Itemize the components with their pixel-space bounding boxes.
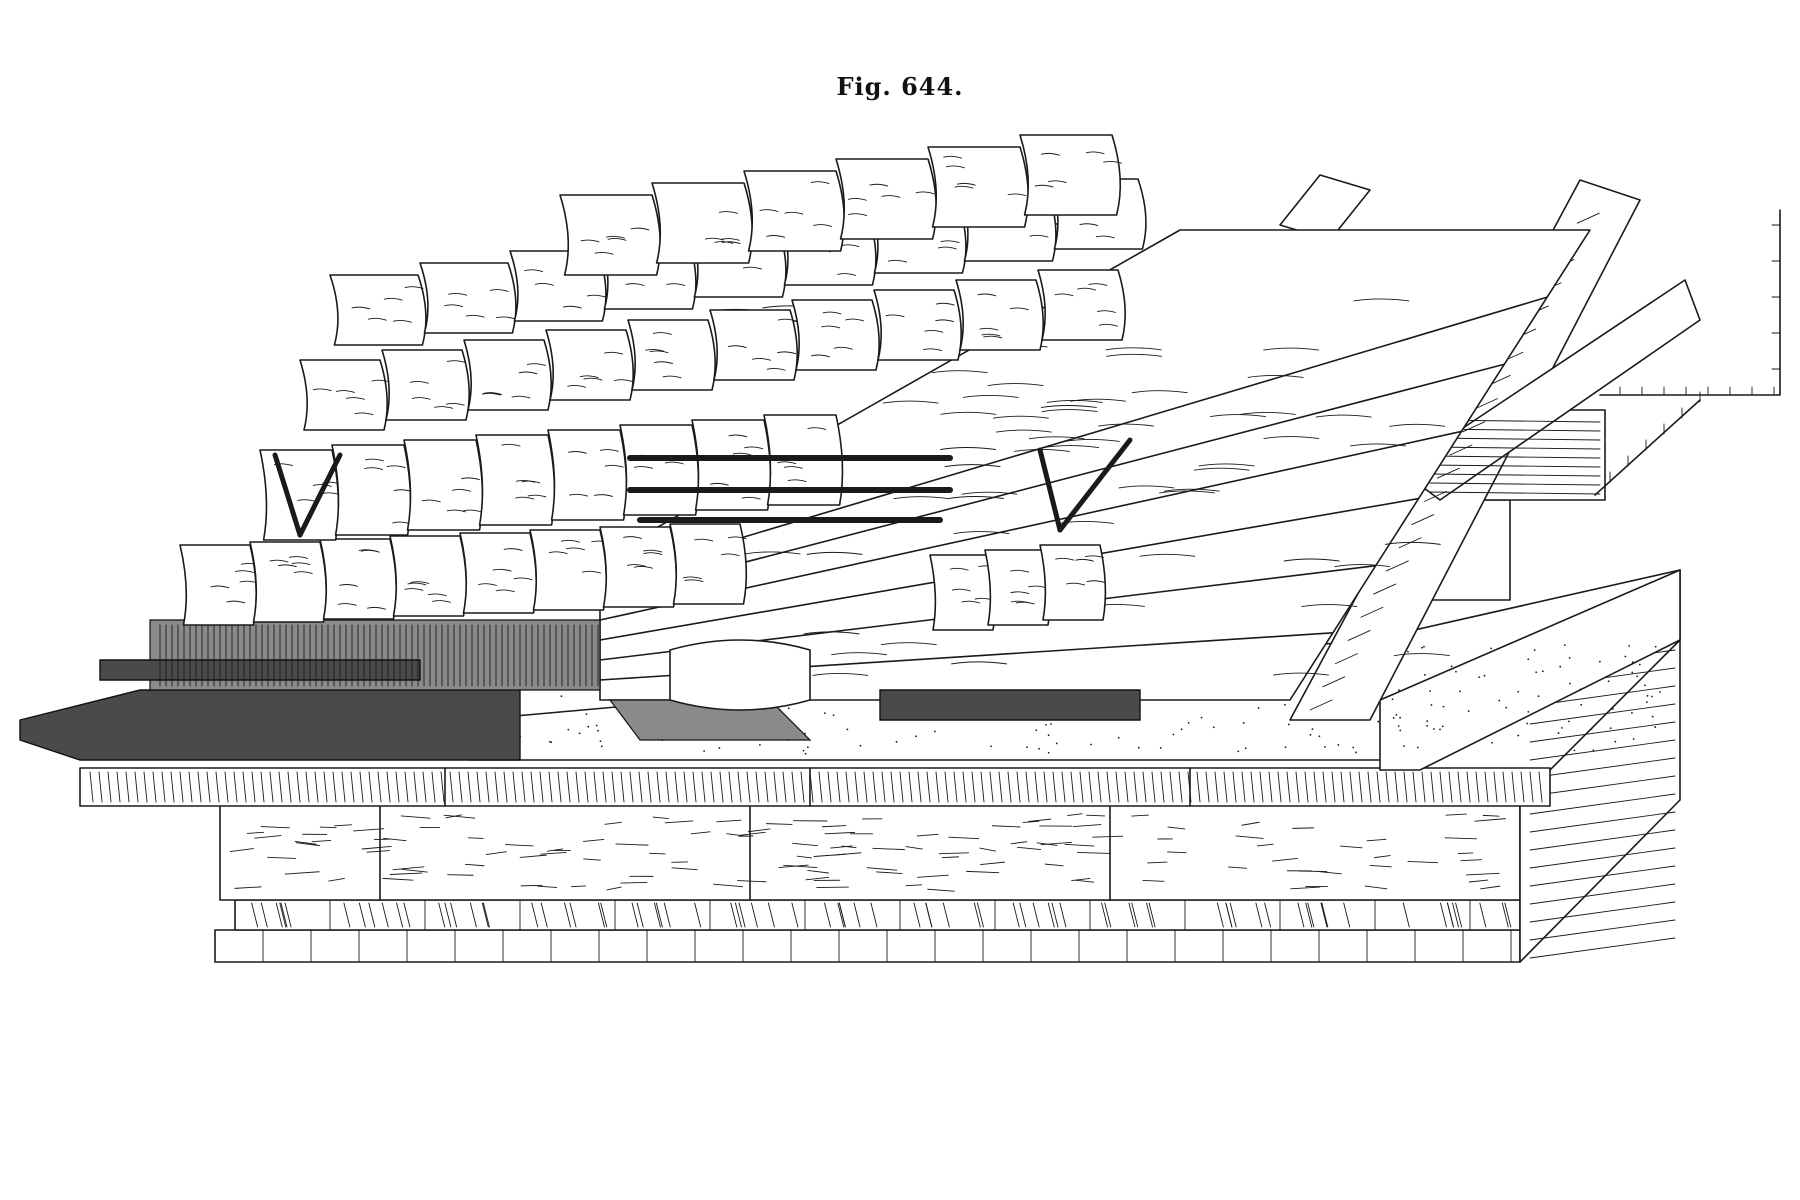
stone-wall: [219, 804, 1521, 901]
cornice-gutter: [19, 619, 1141, 761]
wall-side: [1519, 639, 1681, 963]
scale-ruler: [1594, 209, 1781, 496]
iron-battens: [272, 437, 1133, 538]
roof-timbers: [1009, 147, 1701, 721]
frieze-band: [79, 767, 1551, 807]
figure-caption: Fig. 644.: [836, 72, 964, 101]
brick-base: [214, 899, 1541, 963]
curved-shingles: [179, 134, 1147, 631]
